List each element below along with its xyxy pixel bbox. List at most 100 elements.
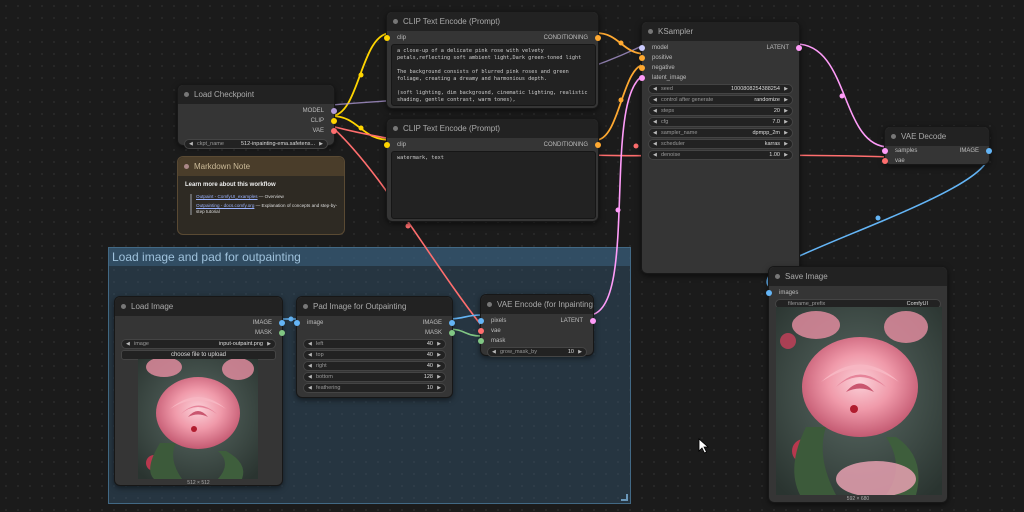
- arrow-left-icon[interactable]: ◀: [653, 141, 657, 147]
- arrow-right-icon[interactable]: ▶: [319, 141, 323, 147]
- output-mask[interactable]: MASK: [115, 328, 285, 338]
- node-title[interactable]: Pad Image for Outpainting: [297, 297, 452, 316]
- node-title[interactable]: CLIP Text Encode (Prompt): [387, 119, 598, 138]
- node-title[interactable]: Load Image: [115, 297, 282, 316]
- ksampler-node[interactable]: KSampler model LATENT positive negative …: [639, 21, 802, 274]
- output-clip[interactable]: CLIP: [178, 116, 337, 126]
- arrow-right-icon[interactable]: ▶: [784, 97, 788, 103]
- arrow-right-icon[interactable]: ▶: [784, 119, 788, 125]
- output-slot[interactable]: [279, 330, 285, 336]
- group-title[interactable]: Load image and pad for outpainting: [109, 248, 630, 266]
- group-resize-handle[interactable]: [621, 494, 628, 501]
- arrow-left-icon[interactable]: ◀: [653, 119, 657, 125]
- output-vae[interactable]: VAE: [178, 126, 337, 136]
- node-title[interactable]: VAE Encode (for Inpainting): [481, 295, 593, 314]
- output-slot[interactable]: [331, 118, 337, 124]
- arrow-left-icon[interactable]: ◀: [308, 352, 312, 358]
- arrow-right-icon[interactable]: ▶: [437, 385, 441, 391]
- input-image-preview[interactable]: [138, 359, 258, 479]
- input-vae[interactable]: vae: [882, 156, 989, 166]
- clip-text-encode-negative-node[interactable]: CLIP Text Encode (Prompt) clip CONDITION…: [384, 118, 601, 222]
- input-slot[interactable]: [882, 158, 888, 164]
- input-slot[interactable]: [639, 45, 645, 51]
- output-slot[interactable]: [449, 320, 455, 326]
- arrow-left-icon[interactable]: ◀: [189, 141, 193, 147]
- input-model[interactable]: model LATENT: [639, 43, 802, 53]
- node-title[interactable]: Markdown Note: [178, 157, 344, 176]
- input-slot[interactable]: [639, 55, 645, 61]
- arrow-right-icon[interactable]: ▶: [784, 108, 788, 114]
- markdown-note-node[interactable]: Markdown Note Learn more about this work…: [177, 156, 345, 235]
- arrow-right-icon[interactable]: ▶: [578, 349, 582, 355]
- input-slot[interactable]: [384, 35, 390, 41]
- arrow-left-icon[interactable]: ◀: [492, 349, 496, 355]
- arrow-right-icon[interactable]: ▶: [784, 130, 788, 136]
- input-latent-image[interactable]: latent_image: [639, 73, 799, 83]
- arrow-left-icon[interactable]: ◀: [653, 130, 657, 136]
- prompt-textarea[interactable]: watermark, text: [391, 151, 596, 219]
- output-slot[interactable]: [590, 318, 596, 324]
- arrow-left-icon[interactable]: ◀: [308, 341, 312, 347]
- io-image[interactable]: image IMAGE: [294, 318, 455, 328]
- arrow-right-icon[interactable]: ▶: [784, 86, 788, 92]
- arrow-left-icon[interactable]: ◀: [308, 385, 312, 391]
- arrow-right-icon[interactable]: ▶: [784, 152, 788, 158]
- arrow-left-icon[interactable]: ◀: [653, 86, 657, 92]
- arrow-right-icon[interactable]: ▶: [437, 352, 441, 358]
- input-slot[interactable]: [384, 142, 390, 148]
- node-title[interactable]: VAE Decode: [885, 127, 989, 146]
- output-slot[interactable]: [331, 108, 337, 114]
- arrow-left-icon[interactable]: ◀: [653, 152, 657, 158]
- input-negative[interactable]: negative: [639, 63, 799, 73]
- arrow-right-icon[interactable]: ▶: [437, 341, 441, 347]
- input-slot[interactable]: [478, 318, 484, 324]
- input-slot[interactable]: [766, 290, 772, 296]
- arrow-right-icon[interactable]: ▶: [784, 141, 788, 147]
- arrow-right-icon[interactable]: ▶: [437, 363, 441, 369]
- input-slot[interactable]: [294, 320, 300, 326]
- arrow-right-icon[interactable]: ▶: [267, 341, 271, 347]
- arrow-left-icon[interactable]: ◀: [308, 363, 312, 369]
- vae-decode-node[interactable]: VAE Decode samples IMAGE vae: [882, 126, 992, 166]
- output-model[interactable]: MODEL: [178, 106, 337, 116]
- output-slot[interactable]: [449, 330, 455, 336]
- input-slot[interactable]: [882, 148, 888, 154]
- output-slot[interactable]: [986, 148, 992, 154]
- prompt-textarea[interactable]: a close-up of a delicate pink rose with …: [391, 44, 596, 106]
- input-pixels[interactable]: pixels LATENT: [478, 316, 596, 326]
- note-link-examples[interactable]: Outpaint - ComfyUI_examples: [196, 194, 258, 199]
- vae-encode-inpaint-node[interactable]: VAE Encode (for Inpainting) pixels LATEN…: [478, 294, 596, 357]
- output-mask[interactable]: MASK: [297, 328, 455, 338]
- input-samples[interactable]: samples IMAGE: [882, 146, 992, 156]
- output-image[interactable]: IMAGE: [115, 318, 285, 328]
- pad-image-node[interactable]: Pad Image for Outpainting image IMAGE MA…: [294, 296, 455, 398]
- output-slot[interactable]: [595, 35, 601, 41]
- arrow-right-icon[interactable]: ▶: [437, 374, 441, 380]
- arrow-left-icon[interactable]: ◀: [308, 374, 312, 380]
- node-title[interactable]: CLIP Text Encode (Prompt): [387, 12, 598, 31]
- clip-io-row[interactable]: clip CONDITIONING: [384, 140, 601, 150]
- node-title[interactable]: Save Image: [769, 267, 947, 286]
- input-vae[interactable]: vae: [478, 326, 593, 336]
- clip-io-row[interactable]: clip CONDITIONING: [384, 33, 601, 43]
- input-slot[interactable]: [478, 338, 484, 344]
- output-slot[interactable]: [331, 128, 337, 134]
- input-mask[interactable]: mask: [478, 336, 593, 346]
- output-slot[interactable]: [279, 320, 285, 326]
- note-link-docs[interactable]: Outpainting - docs.comfy.org: [196, 203, 255, 208]
